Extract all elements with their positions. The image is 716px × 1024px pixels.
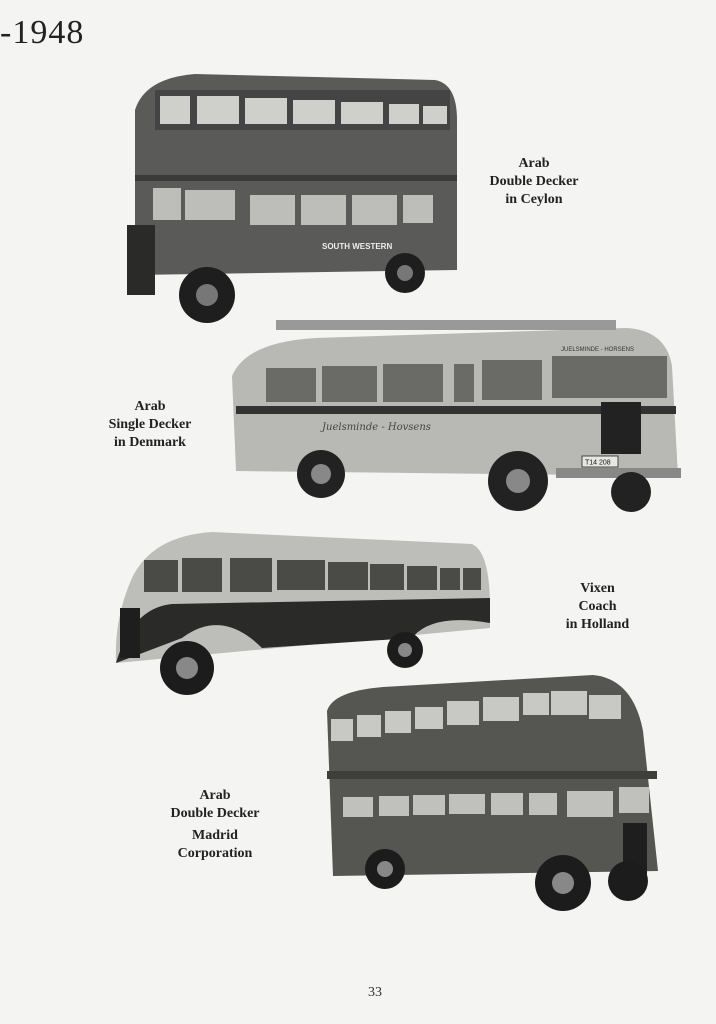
page-year-header: -1948 bbox=[0, 14, 85, 51]
photo-double-decker-ceylon bbox=[127, 74, 457, 323]
caption-double-decker-ceylon: Arab Double Decker in Ceylon bbox=[470, 155, 598, 209]
caption-line: in Holland bbox=[565, 617, 630, 632]
caption-line: Vixen bbox=[580, 581, 615, 596]
caption-line: in Ceylon bbox=[505, 192, 563, 207]
caption-vixen-coach-holland: Vixen Coach in Holland bbox=[540, 580, 655, 634]
bus1-fleet-lettering: SOUTH WESTERN bbox=[322, 242, 393, 251]
side-lettering: Juelsminde - Hovsens bbox=[320, 422, 431, 433]
caption-single-decker-denmark: Arab Single Decker in Denmark bbox=[90, 398, 210, 452]
page-number: 33 bbox=[368, 985, 382, 1000]
caption-line: Arab bbox=[134, 399, 166, 414]
caption-line: Single Decker bbox=[108, 417, 192, 432]
caption-line: Double Decker bbox=[489, 174, 579, 189]
caption-line: Arab bbox=[518, 156, 550, 171]
caption-double-decker-madrid: Arab Double Decker Madrid Corporation bbox=[150, 787, 280, 863]
caption-line: Double Decker bbox=[170, 806, 260, 821]
caption-line: Madrid bbox=[192, 828, 238, 843]
photo-single-decker-denmark: Juelsminde - Hovsens JUELSMINDE - HORSEN… bbox=[232, 320, 681, 512]
caption-line: in Denmark bbox=[114, 435, 186, 450]
caption-line: Coach bbox=[578, 599, 617, 614]
caption-line: Corporation bbox=[177, 846, 253, 861]
caption-line: Arab bbox=[199, 788, 231, 803]
photo-double-decker-madrid bbox=[327, 675, 658, 911]
photo-vixen-coach-holland bbox=[115, 532, 491, 695]
license-plate: T14 208 bbox=[585, 460, 611, 467]
destination-sign: JUELSMINDE - HORSENS bbox=[561, 347, 634, 353]
